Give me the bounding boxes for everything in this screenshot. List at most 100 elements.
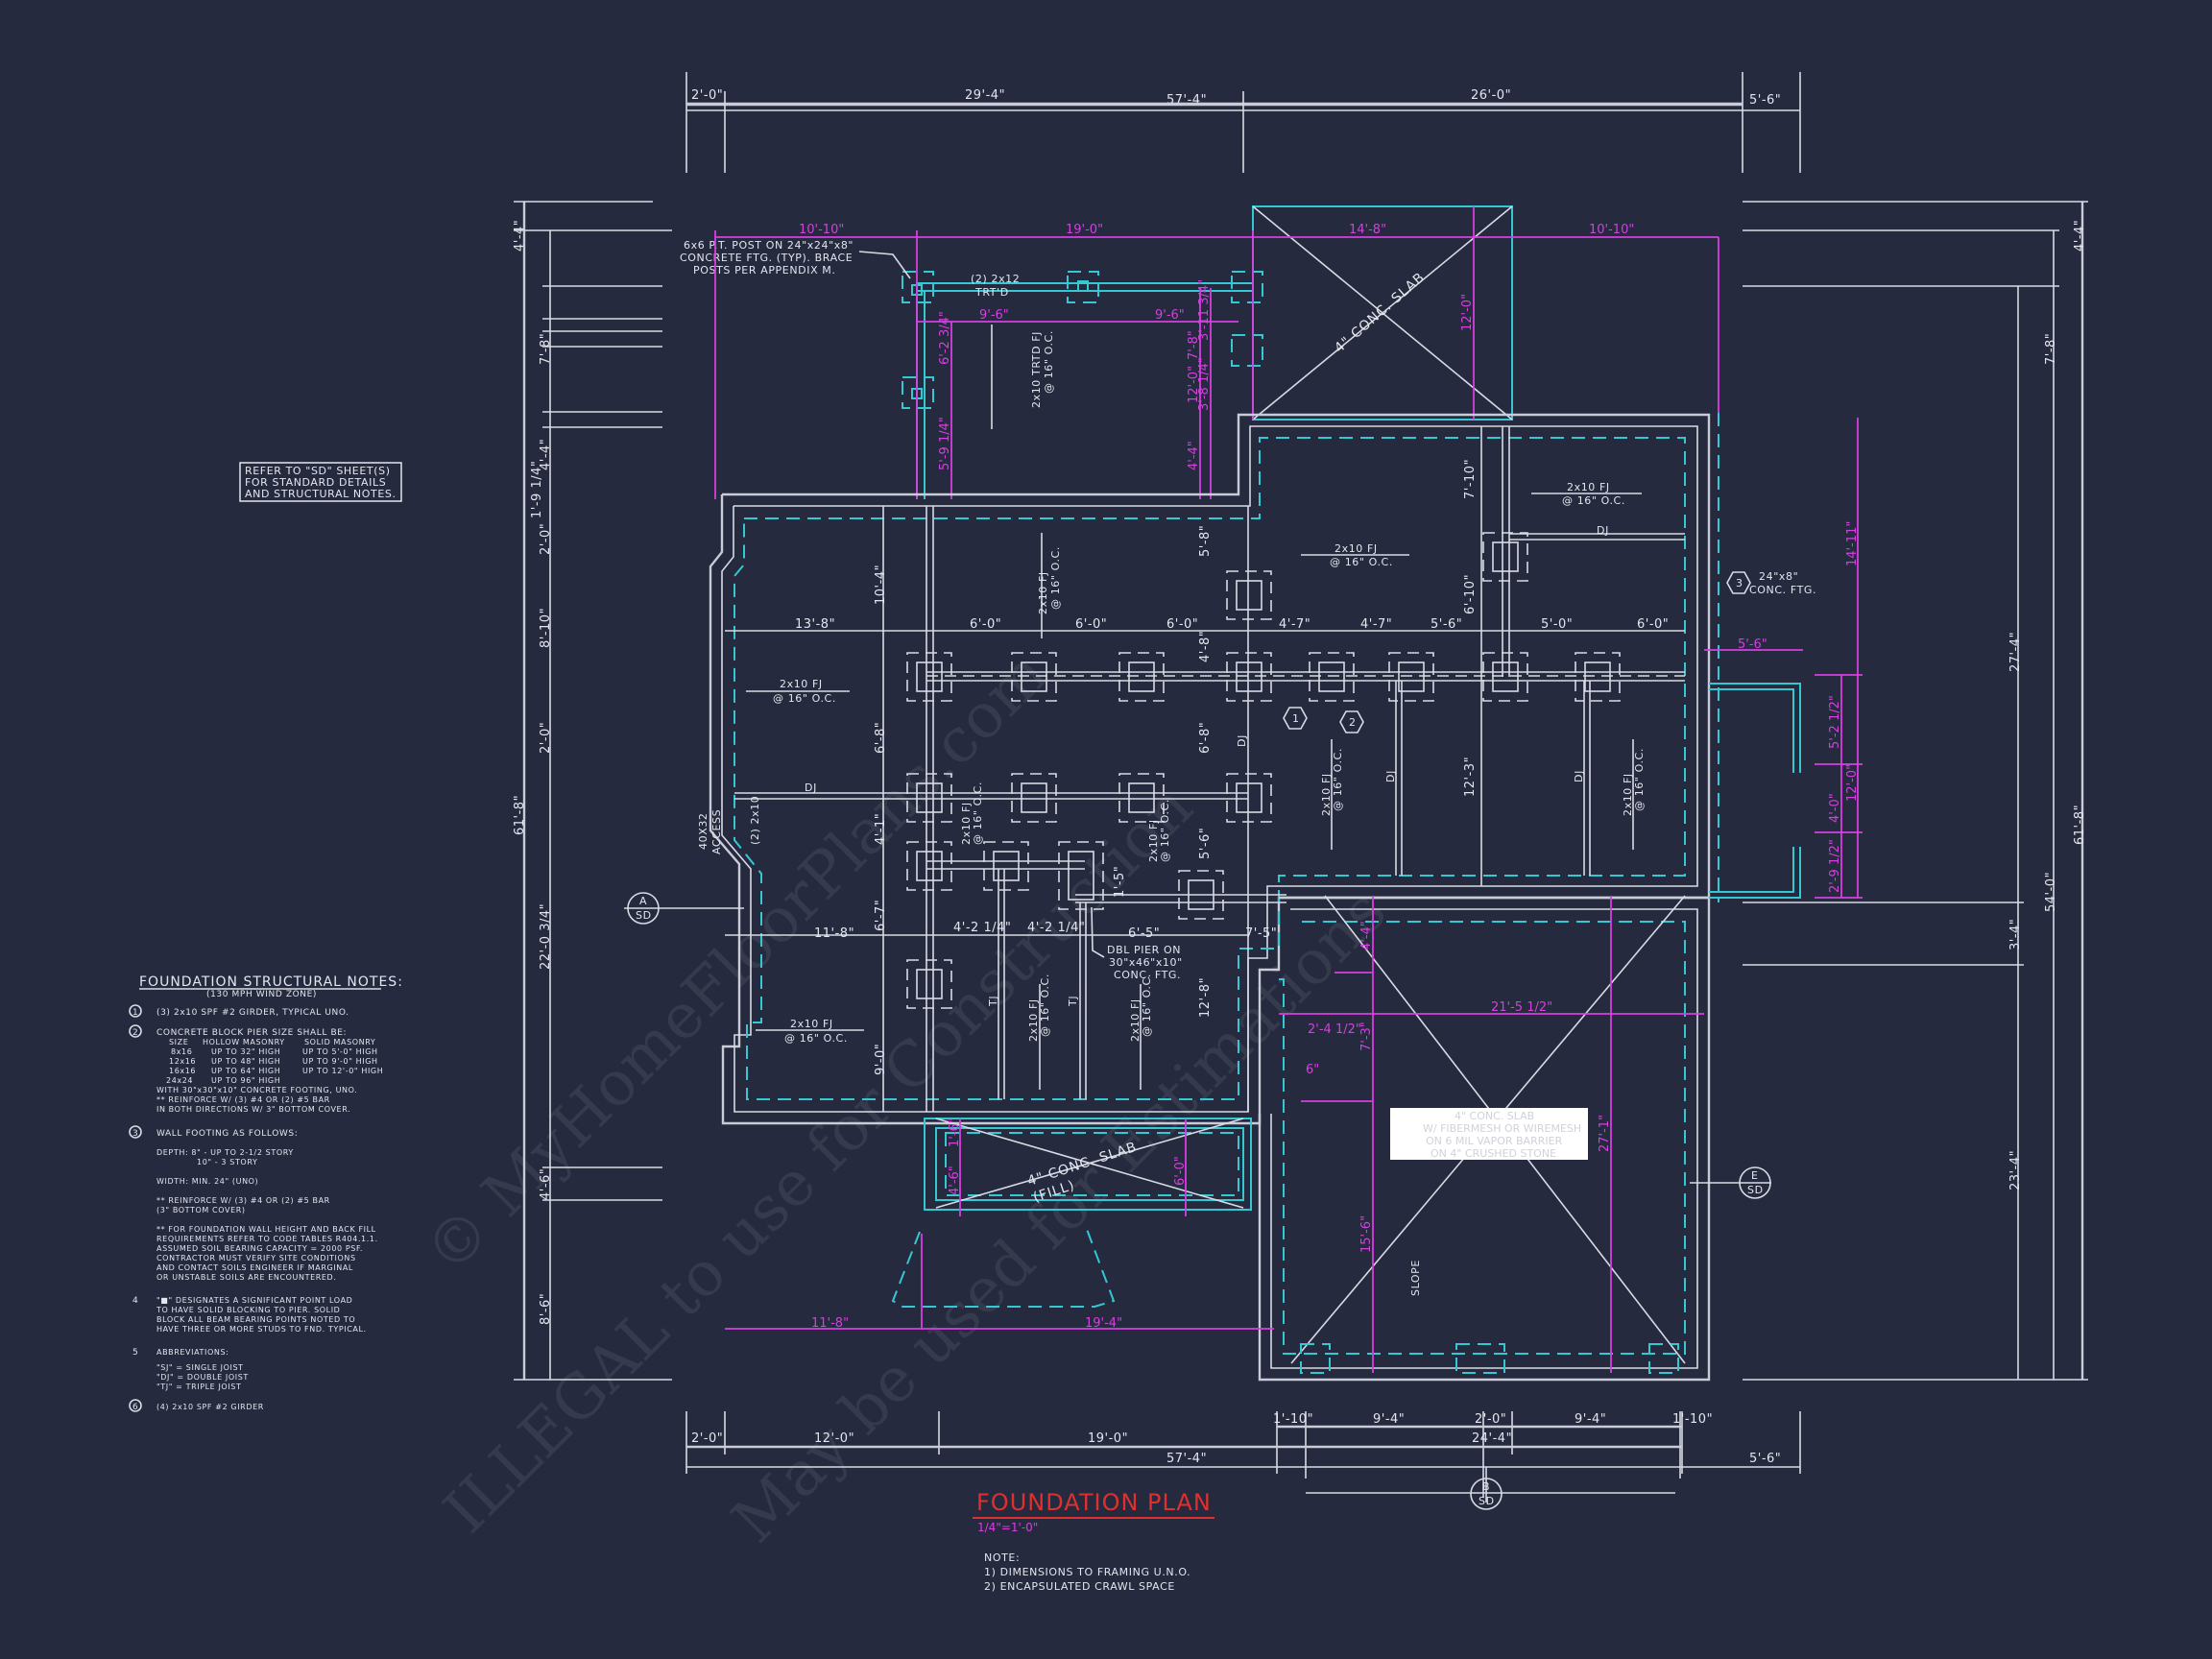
mdim: 7'-8" xyxy=(1187,330,1201,360)
note-4-line: "■" DESIGNATES A SIGNIFICANT POINT LOAD xyxy=(156,1296,352,1305)
idim: 9'-0" xyxy=(874,1044,888,1075)
note-tag: 2 xyxy=(132,1028,138,1038)
mdim: 7'-3" xyxy=(1359,1022,1374,1051)
idim: 13'-8" xyxy=(795,617,835,632)
plan-note-heading: NOTE: xyxy=(984,1551,1020,1564)
section-marker-e[interactable]: E SD xyxy=(1690,1166,1771,1199)
mdim: 19'-4" xyxy=(1085,1316,1122,1331)
conc-ftg-label: CONC. FTG. xyxy=(1749,584,1816,596)
pier-cell: 12x16 xyxy=(169,1057,196,1066)
dim-left-top: 4'-4" xyxy=(513,220,527,252)
note-tag: 5 xyxy=(132,1348,138,1358)
dim-top-seg1: 2'-0" xyxy=(691,88,723,103)
porch-girder-trtd: TRT'D xyxy=(974,286,1009,299)
idim: 11'-8" xyxy=(814,926,854,941)
dim-left-seg: 8'-6" xyxy=(539,1293,553,1325)
structural-notes: FOUNDATION STRUCTURAL NOTES: (130 MPH WI… xyxy=(129,974,403,1412)
idim: 4'-8" xyxy=(1198,631,1213,662)
dim-right-mid: 54'-0" xyxy=(2044,872,2058,912)
pier-cell: UP TO 32" HIGH xyxy=(211,1047,280,1056)
refer-line: REFER TO "SD" SHEET(S) xyxy=(245,465,391,477)
note-6: (4) 2x10 SPF #2 GIRDER xyxy=(156,1403,264,1411)
section-marker-a[interactable]: A SD xyxy=(624,892,744,925)
fj-label: 2x10 FJ xyxy=(1320,773,1333,816)
tj-label: TJ xyxy=(1067,996,1079,1007)
dbl-pier-label: CONC. FTG. xyxy=(1114,969,1181,981)
dim-bottom-seg3: 19'-0" xyxy=(1088,1431,1128,1446)
pier-table-header: SIZE xyxy=(169,1038,188,1046)
idim: 6'-5" xyxy=(1128,926,1160,941)
notes-subheading: (130 MPH WIND ZONE) xyxy=(206,990,317,999)
dim-top-right-ext: 5'-6" xyxy=(1749,93,1781,108)
note-3-line: WIDTH: MIN. 24" (UNO) xyxy=(156,1177,258,1186)
note-tag: 4 xyxy=(132,1296,138,1306)
pier-cell: UP TO 9'-0" HIGH xyxy=(302,1057,378,1066)
notes-heading: FOUNDATION STRUCTURAL NOTES: xyxy=(139,974,403,990)
mdim: 10'-10" xyxy=(1589,223,1634,237)
note-2-line: ** REINFORCE W/ (3) #4 OR (2) #5 BAR xyxy=(156,1095,330,1104)
interior-dims: 13'-8" 6'-0" 6'-0" 6'-0" 4'-7" 4'-7" 5'-… xyxy=(725,459,1685,1075)
mdim: 2'-4 1/2" xyxy=(1308,1022,1361,1037)
oc-label: @ 16" O.C. xyxy=(1330,556,1393,568)
section-letter: E xyxy=(1751,1169,1759,1182)
oc-label: @ 16" O.C. xyxy=(1633,748,1646,811)
mdim: 9'-6" xyxy=(1155,308,1185,323)
mdim: 6" xyxy=(1306,1063,1319,1077)
fj-label: 2x10 FJ xyxy=(780,678,823,690)
mdim: 2'-9 1/2" xyxy=(1828,839,1842,893)
pier-cell: UP TO 5'-0" HIGH xyxy=(302,1047,378,1056)
section-marker-circle-icon xyxy=(627,892,660,925)
post-note: 6x6 P.T. POST ON 24"x24"x8" xyxy=(684,239,854,252)
mdim: 10'-10" xyxy=(799,223,844,237)
idim: 4'-7" xyxy=(1360,617,1392,632)
pier-cell: UP TO 48" HIGH xyxy=(211,1057,280,1066)
idim: 6'-0" xyxy=(1166,617,1198,632)
piers xyxy=(906,532,1621,1009)
garage-slab-note: W/ FIBERMESH OR WIREMESH xyxy=(1423,1122,1581,1135)
fj-label: 2x10 FJ xyxy=(1147,819,1160,862)
idim: 4'-7" xyxy=(1279,617,1310,632)
abbr: "DJ" = DOUBLE JOIST xyxy=(156,1373,249,1382)
post-note: POSTS PER APPENDIX M. xyxy=(693,264,836,276)
bottom-dimensions: 2'-0" 12'-0" 19'-0" 24'-4" 57'-4" 5'-6" … xyxy=(685,1411,1801,1498)
section-marker-b[interactable]: B SD xyxy=(1470,1467,1503,1510)
mdim: 4'-0" xyxy=(1828,793,1842,823)
rear-porch: 6x6 P.T. POST ON 24"x24"x8" CONCRETE FTG… xyxy=(680,239,1263,499)
idim: 4'-1" xyxy=(874,813,888,845)
plan-note-item: 1) DIMENSIONS TO FRAMING U.N.O. xyxy=(984,1566,1190,1578)
dim-garage: 2'-0" xyxy=(1475,1412,1506,1427)
dim-right-seg: 23'-4" xyxy=(2008,1150,2023,1190)
note-3-line: (3" BOTTOM COVER) xyxy=(156,1206,246,1214)
mdim: 12'-0" xyxy=(1845,764,1860,802)
dim-garage: 1'-10" xyxy=(1672,1412,1713,1427)
mdim: 3'-8 1/4" xyxy=(1197,357,1212,411)
dim-left-seg: 4'-4" xyxy=(539,439,553,470)
oc-label: @ 16" O.C. xyxy=(1039,974,1051,1037)
garage-slab-note: ON 4" CRUSHED STONE xyxy=(1431,1147,1556,1160)
dim-left-seg: 8'-10" xyxy=(539,608,553,648)
garage-slab-note-box xyxy=(1390,1108,1588,1160)
mdim: 9'-6" xyxy=(979,308,1009,323)
idim: 12'-3" xyxy=(1463,757,1478,797)
oc-label: @ 16" O.C. xyxy=(1049,546,1062,610)
tag-1-icon xyxy=(1283,707,1308,730)
note-1: (3) 2x10 SPF #2 GIRDER, TYPICAL UNO. xyxy=(156,1008,349,1018)
mdim: 14'-11" xyxy=(1845,521,1860,566)
plan-note-item: 2) ENCAPSULATED CRAWL SPACE xyxy=(984,1580,1175,1593)
dim-left-seg: 4'-6" xyxy=(539,1168,553,1200)
dim-bottom-overall: 57'-4" xyxy=(1166,1452,1207,1466)
joist-labels: 2x10 FJ @ 16" O.C. 2x10 FJ @ 16" O.C. 2x… xyxy=(697,481,1646,1090)
note-3-line: ** FOR FOUNDATION WALL HEIGHT AND BACK F… xyxy=(156,1225,376,1234)
note-3-line: OR UNSTABLE SOILS ARE ENCOUNTERED. xyxy=(156,1273,336,1282)
dj-label: DJ xyxy=(1236,734,1248,747)
note-2: CONCRETE BLOCK PIER SIZE SHALL BE: xyxy=(156,1028,347,1038)
mdim: 6'-0" xyxy=(1173,1156,1188,1186)
section-letter: B xyxy=(1482,1480,1490,1493)
note-tag: 1 xyxy=(132,1008,138,1018)
mdim: 4'-6" xyxy=(948,1166,962,1195)
idim: 6'-0" xyxy=(970,617,1001,632)
idim: 4'-2 1/4" xyxy=(1027,921,1085,935)
pier-cell: UP TO 64" HIGH xyxy=(211,1067,280,1075)
dim-garage: 9'-4" xyxy=(1575,1412,1606,1427)
mdim: 1'-6" xyxy=(948,1118,962,1147)
